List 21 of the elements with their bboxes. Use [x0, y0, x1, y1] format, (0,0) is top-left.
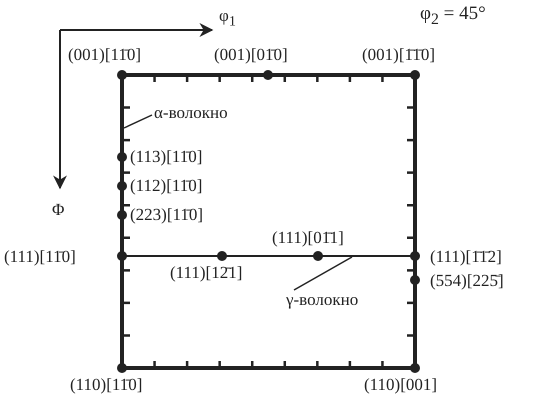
orientation-label: (110)[11̄0] — [70, 375, 142, 395]
orientation-label: (111)[01̄1] — [272, 228, 344, 248]
fiber-label: γ-волокно — [286, 290, 358, 310]
orientation-label: (112)[11̄0] — [130, 176, 202, 196]
fiber-line — [124, 255, 413, 257]
leader-line — [124, 114, 152, 129]
orientation-label: (223)[11̄0] — [130, 205, 204, 225]
orientation-label: (001)[01̄0] — [214, 45, 288, 65]
orientation-label: (111)[1̄1̄2] — [430, 247, 502, 267]
angle-label: Φ — [52, 200, 64, 220]
orientation-label: (110)[001] — [364, 375, 438, 395]
angle-label: φ$_{2}$ = 45° — [420, 4, 486, 30]
orientation-label: (554)[225̄] — [430, 271, 504, 291]
orientation-label: (113)[11̄0] — [130, 147, 202, 167]
fiber-label: α-волокно — [154, 103, 228, 123]
leader-line — [294, 256, 352, 291]
angle-label: φ$_{1}$ — [219, 6, 236, 32]
orientation-label: (111)[11̄0] — [4, 247, 76, 267]
orientation-label: (001)[1̄1̄0] — [362, 45, 436, 65]
orientation-label: (001)[11̄0] — [68, 45, 142, 65]
orientation-label: (111)[12̄1] — [170, 263, 242, 283]
